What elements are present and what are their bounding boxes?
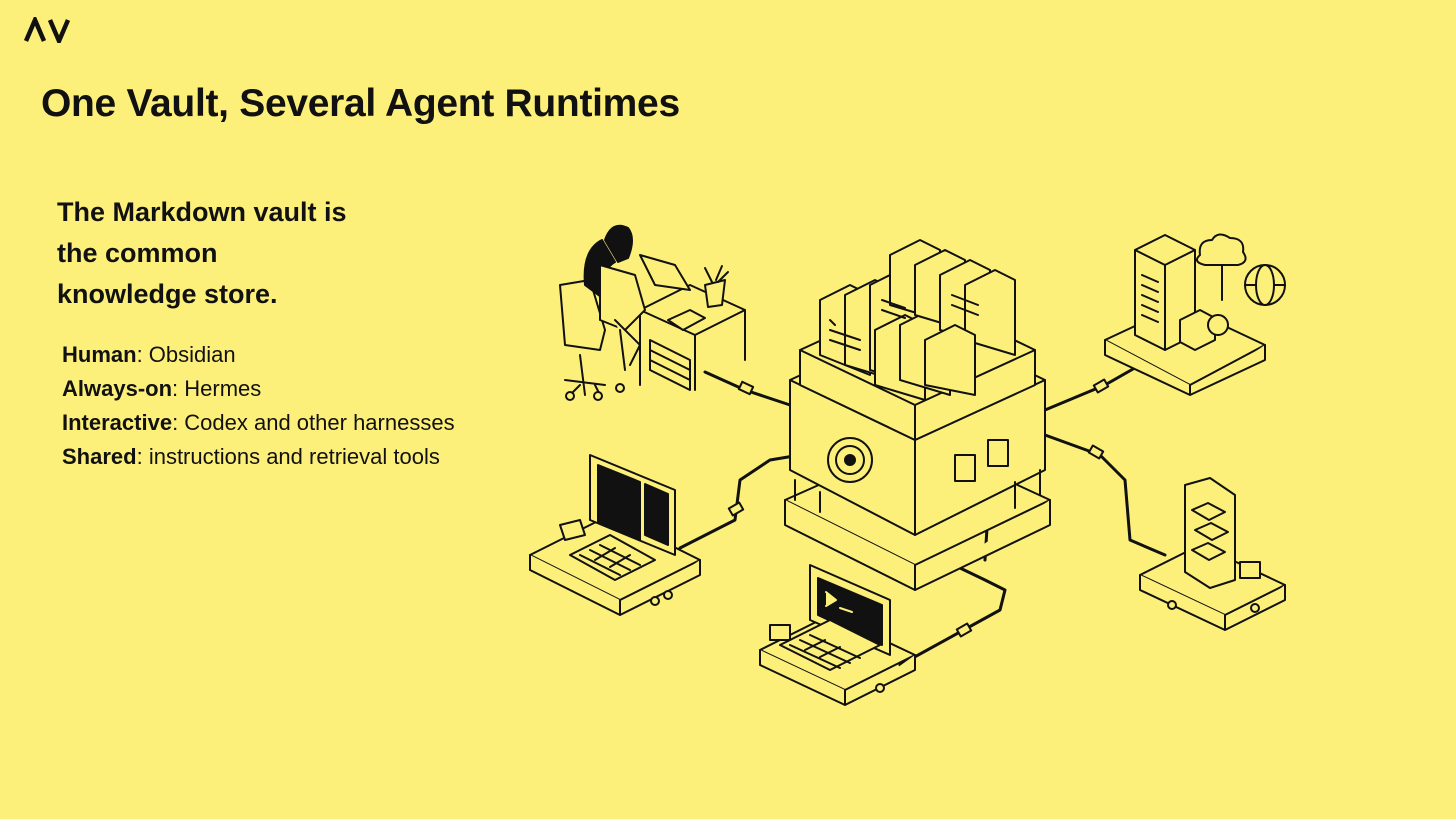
runtime-list: Human: Obsidian Always-on: Hermes Intera… — [62, 338, 462, 474]
lead-statement: The Markdown vault is the common knowled… — [57, 192, 437, 315]
runtime-item-interactive: Interactive: Codex and other harnesses — [62, 410, 455, 435]
lead-line-2: the common — [57, 238, 218, 268]
smartphone-icon — [1140, 478, 1285, 630]
page-title: One Vault, Several Agent Runtimes — [41, 82, 680, 125]
desktop-computer-icon — [530, 455, 700, 615]
runtime-item-always-on: Always-on: Hermes — [62, 376, 262, 401]
lead-line-1: The Markdown vault is — [57, 197, 347, 227]
av-logo — [24, 17, 71, 43]
human-desk-icon — [560, 226, 745, 400]
server-cloud-globe-icon — [1105, 234, 1285, 395]
terminal-laptop-icon — [760, 565, 915, 705]
cable-connectors — [729, 380, 1108, 637]
runtime-item-human: Human: Obsidian — [62, 342, 236, 367]
lead-line-3: knowledge store. — [57, 279, 278, 309]
vault-runtimes-illustration — [520, 205, 1310, 715]
vault-icon — [785, 240, 1050, 590]
runtime-item-shared: Shared: instructions and retrieval tools — [62, 444, 440, 469]
